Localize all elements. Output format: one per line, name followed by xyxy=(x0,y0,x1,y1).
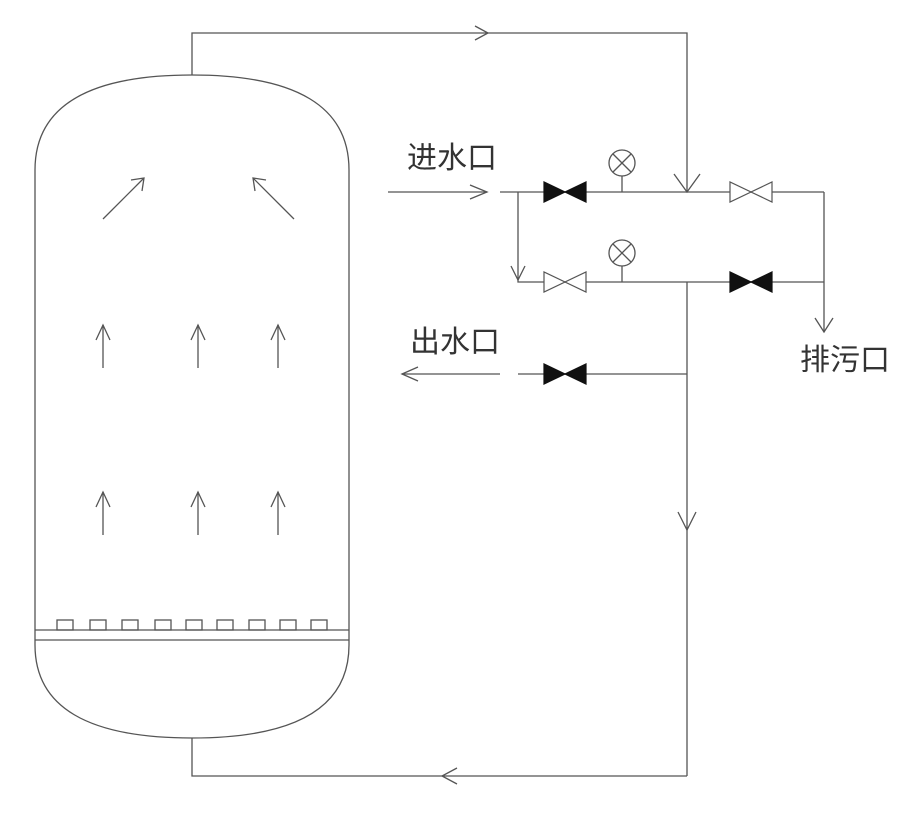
arrow-icon xyxy=(102,177,145,220)
gauge-icon xyxy=(608,239,636,282)
arrow-icon xyxy=(95,490,111,535)
nozzle xyxy=(56,619,74,631)
nozzle xyxy=(185,619,203,631)
arrow-icon xyxy=(190,490,206,535)
arrow-icon xyxy=(270,490,286,535)
valve-icon[interactable] xyxy=(729,271,773,293)
filter-nozzles xyxy=(56,619,328,631)
arrow-icon xyxy=(469,184,489,200)
nozzle xyxy=(121,619,139,631)
gauge-icon xyxy=(608,149,636,192)
bottom-return-pipe xyxy=(191,738,687,777)
piping xyxy=(191,25,834,785)
valve-icon[interactable] xyxy=(543,271,587,293)
arrow-icon xyxy=(400,366,419,382)
inlet-label: 进水口 xyxy=(407,141,497,176)
drain-label: 排污口 xyxy=(800,343,890,378)
top-return-pipe xyxy=(191,32,688,192)
nozzle xyxy=(279,619,297,631)
valve-icon[interactable] xyxy=(729,181,773,203)
arrow-icon xyxy=(677,511,697,532)
lower-header-pipe xyxy=(517,192,824,283)
valve-icon[interactable] xyxy=(543,363,587,385)
arrow-icon xyxy=(95,323,111,368)
arrow-icon xyxy=(510,265,526,282)
nozzle xyxy=(310,619,328,631)
arrow-icon xyxy=(474,25,490,41)
arrow-icon xyxy=(190,323,206,368)
arrow-icon xyxy=(814,317,834,334)
nozzle xyxy=(89,619,107,631)
outlet-label: 出水口 xyxy=(410,325,500,360)
arrow-icon xyxy=(252,177,295,220)
valve-icon[interactable] xyxy=(543,181,587,203)
nozzle xyxy=(154,619,172,631)
arrow-icon xyxy=(270,323,286,368)
nozzle xyxy=(216,619,234,631)
arrow-icon xyxy=(440,767,458,785)
internal-flow-arrows xyxy=(95,177,295,535)
nozzle xyxy=(248,619,266,631)
tank-outline xyxy=(34,74,350,739)
filter-tank xyxy=(34,74,350,739)
